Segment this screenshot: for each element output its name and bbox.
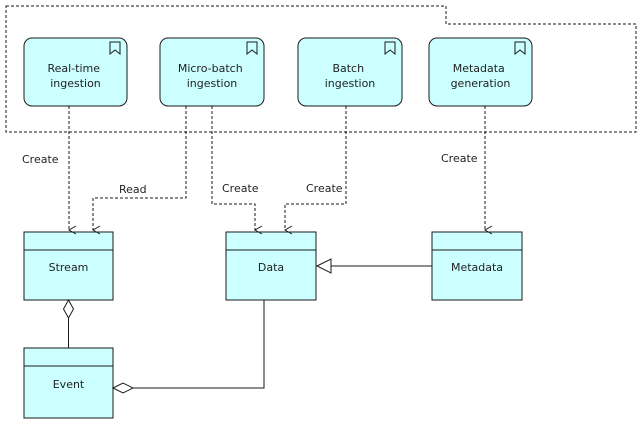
grouping-frame bbox=[5, 5, 637, 133]
object-label: Data bbox=[258, 261, 284, 274]
object-event[interactable]: Event bbox=[23, 347, 114, 419]
relation-aggregation-event-data[interactable] bbox=[111, 300, 265, 394]
relation-aggregation-stream-event[interactable] bbox=[62, 298, 75, 348]
function-label-line2: ingestion bbox=[325, 77, 376, 90]
object-stream[interactable]: Stream bbox=[23, 231, 114, 301]
function-label-line1: Batch bbox=[332, 62, 364, 75]
function-microbatch-ingestion[interactable]: Micro-batch ingestion bbox=[159, 37, 265, 107]
relation-create-batch-data[interactable] bbox=[283, 106, 347, 235]
bookmark-icon bbox=[109, 41, 121, 56]
function-realtime-ingestion[interactable]: Real-time ingestion bbox=[23, 37, 128, 107]
object-label: Event bbox=[53, 378, 85, 391]
relation-read-microbatch-stream[interactable] bbox=[91, 106, 187, 235]
relation-label-create: Create bbox=[306, 182, 343, 195]
relation-create-microbatch-data[interactable] bbox=[211, 106, 263, 235]
svg-text:Batch ingestion: Batch ingestion bbox=[325, 62, 376, 90]
object-metadata[interactable]: Metadata bbox=[431, 231, 523, 301]
function-label-line2: ingestion bbox=[187, 77, 238, 90]
function-label-line1: Micro-batch bbox=[178, 62, 243, 75]
bookmark-icon bbox=[514, 41, 526, 56]
function-metadata-generation[interactable]: Metadata generation bbox=[428, 37, 533, 107]
function-label-line1: Real-time bbox=[47, 62, 100, 75]
function-label-line1: Metadata bbox=[453, 62, 505, 75]
relation-label-create: Create bbox=[222, 182, 259, 195]
object-label: Stream bbox=[49, 261, 89, 274]
function-label-line2: generation bbox=[451, 77, 511, 90]
object-data[interactable]: Data bbox=[225, 231, 317, 301]
relation-label-read: Read bbox=[119, 183, 147, 196]
function-label: Real-time ingestion bbox=[47, 62, 103, 90]
svg-text:Micro-batch ingestion: Micro-batch ingestion bbox=[178, 62, 246, 90]
function-label-line2: ingestion bbox=[50, 77, 101, 90]
svg-text:Metadata generation: Metadata generation bbox=[451, 62, 511, 90]
function-batch-ingestion[interactable]: Batch ingestion bbox=[297, 37, 403, 107]
bookmark-icon bbox=[246, 41, 258, 56]
relation-label-create: Create bbox=[441, 152, 478, 165]
bookmark-icon bbox=[384, 41, 396, 56]
relation-label-create: Create bbox=[22, 153, 59, 166]
object-label: Metadata bbox=[451, 261, 503, 274]
relation-specialization-metadata-data[interactable] bbox=[315, 258, 432, 274]
